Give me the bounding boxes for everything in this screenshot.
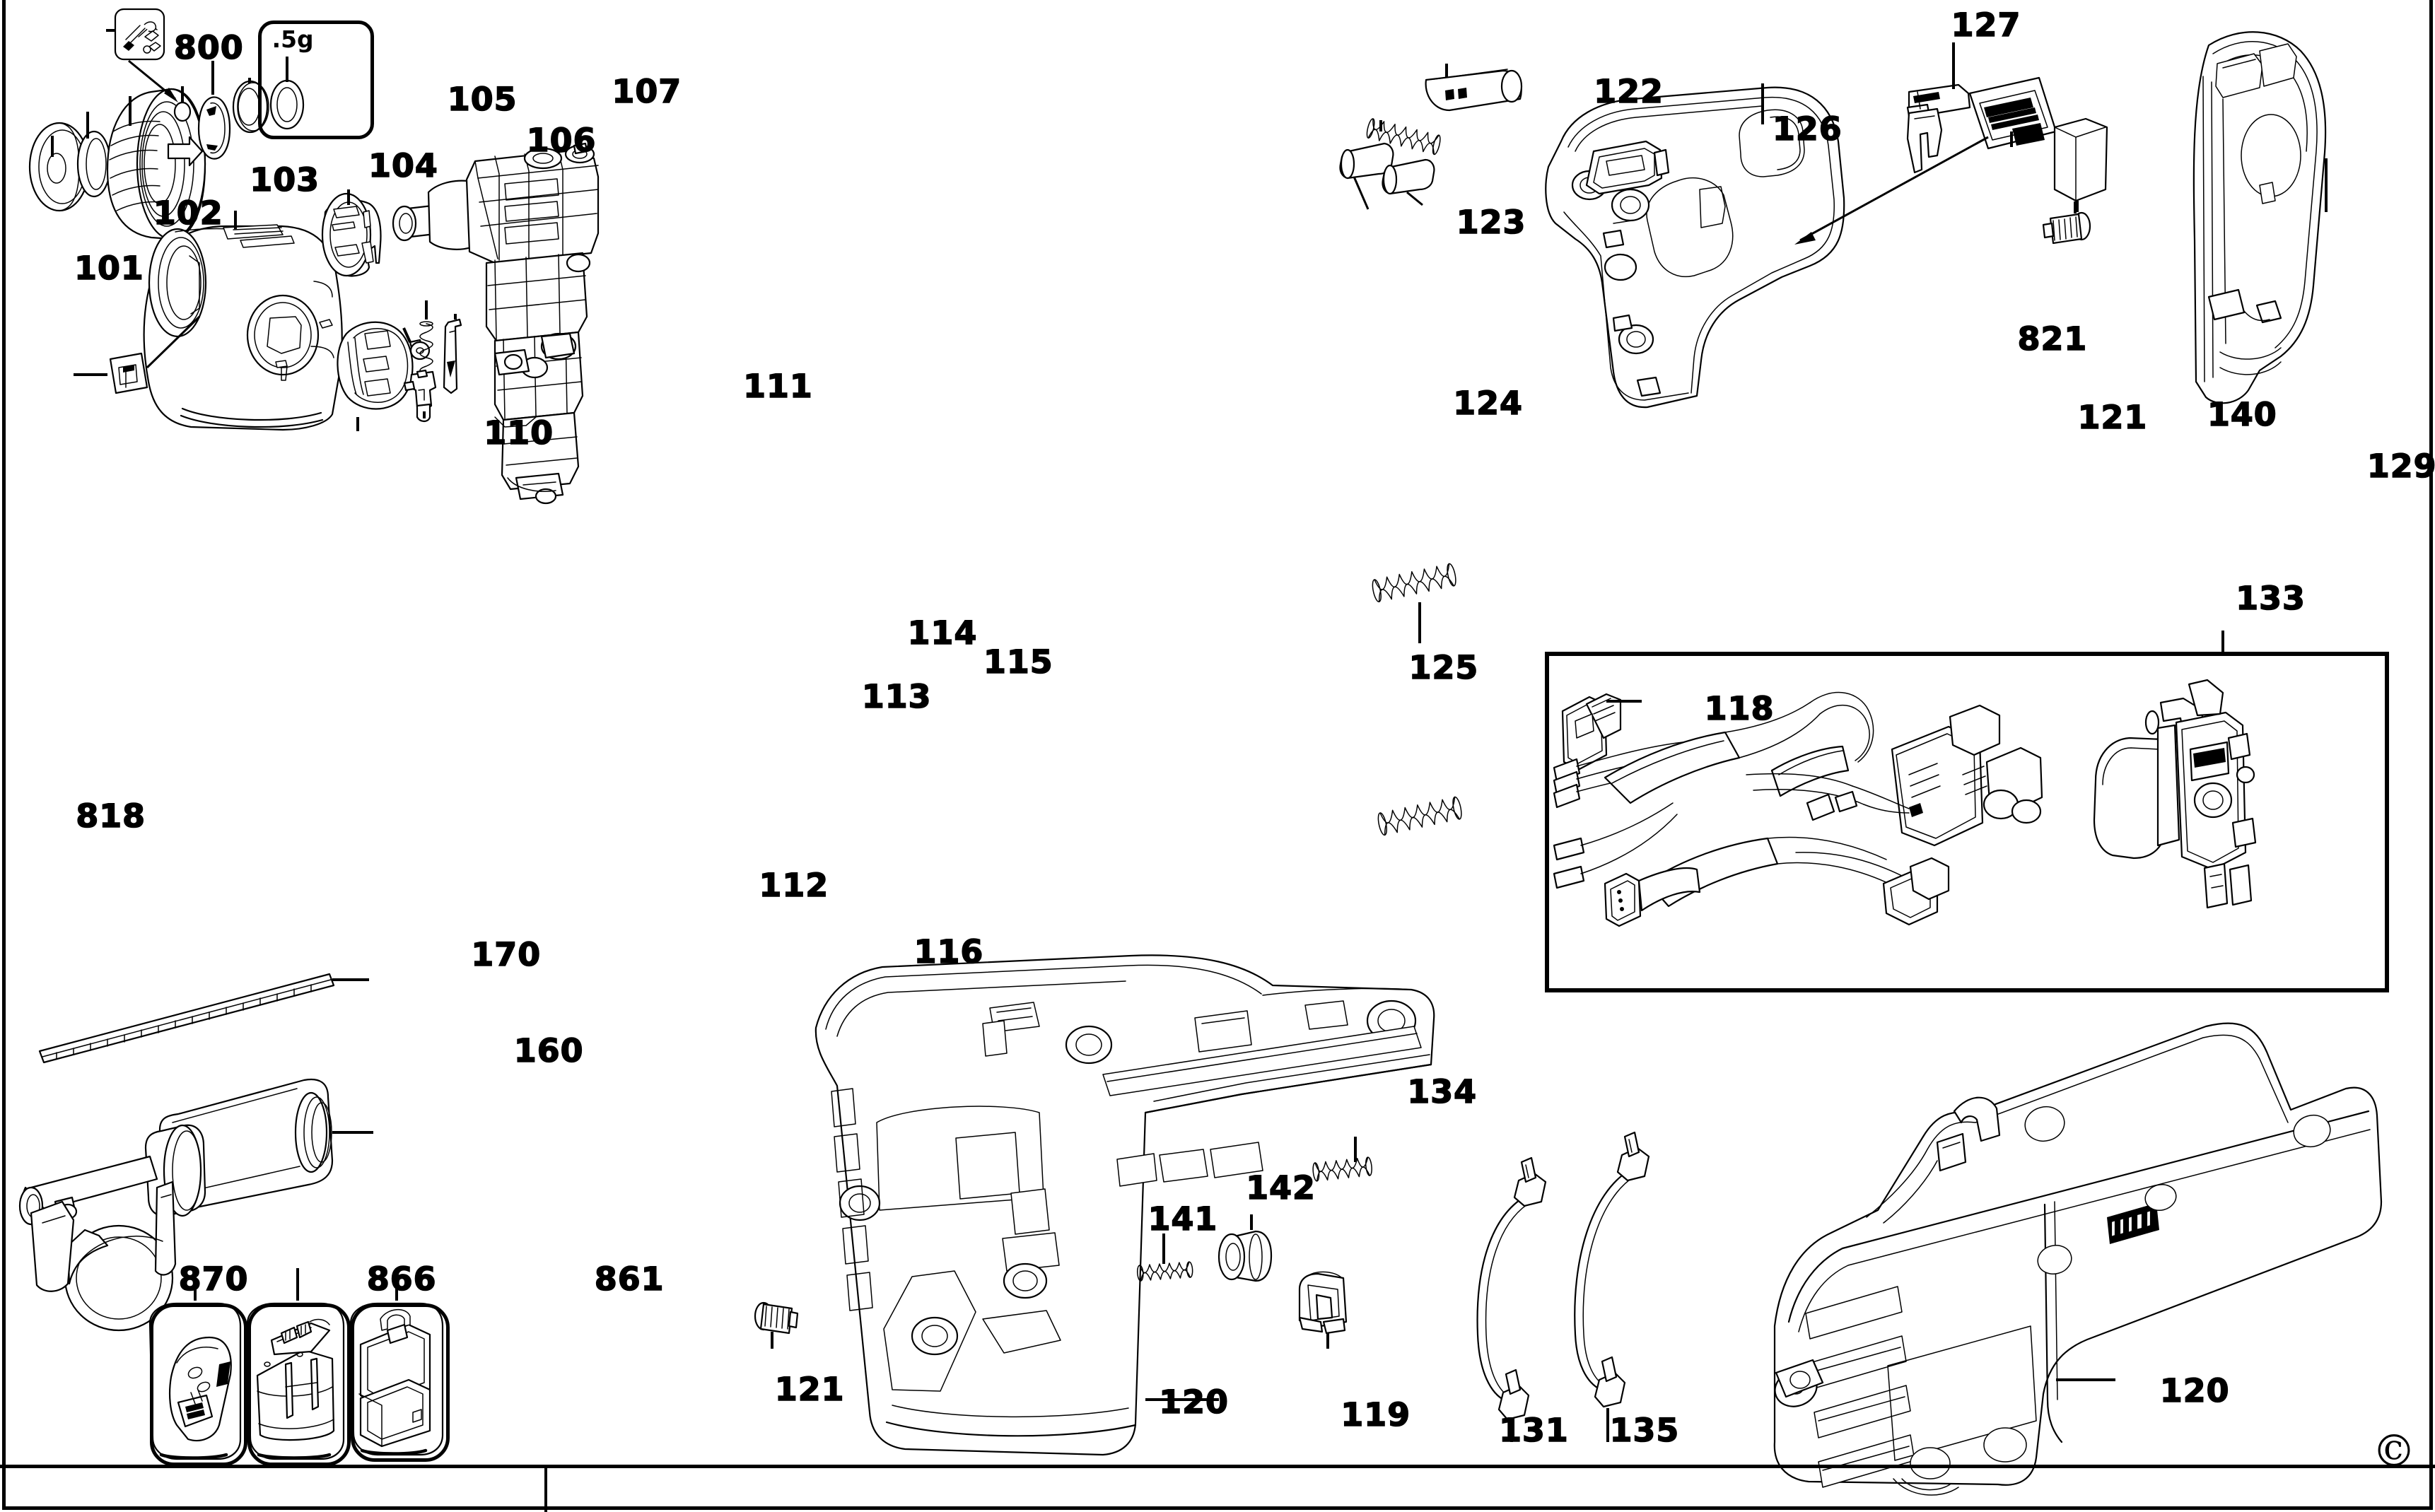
part-129-handle-cover: [2192, 31, 2327, 404]
callout-label-129: 129: [2366, 447, 2435, 486]
callout-label-119: 119: [1341, 1395, 1411, 1434]
part-141-spring: [1136, 1261, 1193, 1282]
callout-label-133: 133: [2235, 579, 2306, 618]
part-133-boxed-group: [1545, 652, 2389, 992]
part-170-depth-rod: [38, 973, 335, 1064]
callout-label-121-right: 121: [2077, 398, 2148, 437]
callout-label-122: 122: [1593, 71, 1664, 110]
callout-label-135: 135: [1609, 1410, 1680, 1449]
callout-label-112: 112: [759, 865, 829, 904]
part-115-mode-lever: [443, 318, 462, 394]
callout-label-127: 127: [1951, 6, 2021, 45]
callout-label-115: 115: [983, 642, 1053, 681]
part-125-spring: [1372, 563, 1462, 836]
part-861-frame: [351, 1303, 450, 1462]
part-111-gear-cap: [321, 192, 382, 277]
part-113-detent-pin: [409, 339, 431, 361]
part-800-inset-frame: [257, 20, 374, 140]
callout-label-861: 861: [594, 1259, 665, 1298]
part-861-carrying-case: [349, 1302, 444, 1456]
callout-label-106: 106: [526, 121, 597, 160]
part-866-frame: [247, 1303, 351, 1466]
callout-label-118: 118: [1704, 689, 1775, 728]
trigger-switch: [2093, 679, 2257, 909]
main-motor-gearbox-assembly: [392, 142, 600, 505]
callout-label-124: 124: [1452, 384, 1523, 423]
callout-label-160: 160: [513, 1031, 584, 1069]
callout-label-110: 110: [484, 414, 554, 452]
part-105-retaining-washer: [197, 96, 231, 160]
part-821-nameplate: [1968, 76, 2057, 150]
part-870-charger: [148, 1302, 242, 1460]
callout-label-141: 141: [1148, 1200, 1218, 1238]
callout-label-114: 114: [907, 614, 978, 652]
callout-label-105: 105: [447, 80, 518, 119]
grease-amount-text: .5g: [271, 25, 314, 53]
part-800-grease-inset: [114, 8, 165, 61]
callout-label-104: 104: [368, 146, 438, 184]
part-142-bushing: [1218, 1230, 1273, 1282]
callout-label-131: 131: [1498, 1410, 1569, 1449]
part-123-spring: [1366, 118, 1441, 156]
callout-label-866: 866: [366, 1259, 437, 1298]
callout-label-818: 818: [76, 796, 146, 835]
callout-label-120-right: 120: [2159, 1371, 2230, 1410]
part-126-handle-housing: [1545, 86, 1845, 409]
callout-label-111: 111: [742, 366, 813, 405]
part-134-spring: [1312, 1156, 1372, 1182]
part-124-roller-pins: [1339, 142, 1435, 195]
callout-label-170: 170: [471, 934, 542, 973]
callout-label-116: 116: [913, 932, 984, 971]
callout-label-800: 800: [173, 28, 244, 66]
callout-label-870: 870: [178, 1259, 249, 1298]
part-127-fwd-rev-lever: [1906, 83, 1971, 174]
part-120-clamshell-right: [1773, 1022, 2383, 1496]
part-133-harness-assembly: [1553, 679, 2257, 927]
footer-divider: [0, 1465, 2435, 1468]
part-122-roll-pin-sleeve: [1425, 69, 1523, 112]
brand-plate: [2107, 1203, 2159, 1244]
part-121-screw-left: [754, 1301, 799, 1335]
callout-label-121-left: 121: [774, 1369, 845, 1408]
part-866-battery-pack: [246, 1302, 345, 1460]
part-110-gear-housing: [143, 224, 343, 431]
part-102-snap-ring: [76, 130, 112, 198]
callout-label-107: 107: [612, 71, 682, 110]
callout-label-126: 126: [1772, 110, 1843, 148]
part-160-side-handle: [18, 1078, 334, 1332]
callout-label-142: 142: [1245, 1168, 1316, 1207]
callout-label-125: 125: [1408, 648, 1479, 687]
part-112-mode-cover: [337, 321, 414, 410]
part-103-chuck-sleeve: [106, 88, 206, 240]
part-870-frame: [150, 1303, 247, 1466]
callout-label-113: 113: [861, 676, 932, 715]
part-818-warning-label: [109, 352, 148, 394]
part-119-terminal-clip: [1298, 1271, 1348, 1335]
part-121-screw-right: [2042, 211, 2091, 245]
part-140-block: [2053, 117, 2108, 202]
callout-label-103: 103: [250, 160, 320, 199]
part-131-lead-wire: [1476, 1156, 1547, 1421]
part-104-steel-ball: [173, 101, 192, 122]
callout-label-102: 102: [153, 193, 223, 232]
callout-label-821: 821: [2017, 319, 2088, 358]
callout-label-101: 101: [74, 248, 144, 287]
callout-label-123: 123: [1456, 202, 1526, 241]
callout-label-134: 134: [1407, 1072, 1478, 1110]
part-135-lead-wire: [1574, 1131, 1650, 1408]
callout-label-120-left: 120: [1158, 1382, 1229, 1421]
footer-tick: [544, 1468, 547, 1512]
callout-label-140: 140: [2207, 394, 2277, 433]
part-120-clamshell-left: [814, 954, 1435, 1456]
